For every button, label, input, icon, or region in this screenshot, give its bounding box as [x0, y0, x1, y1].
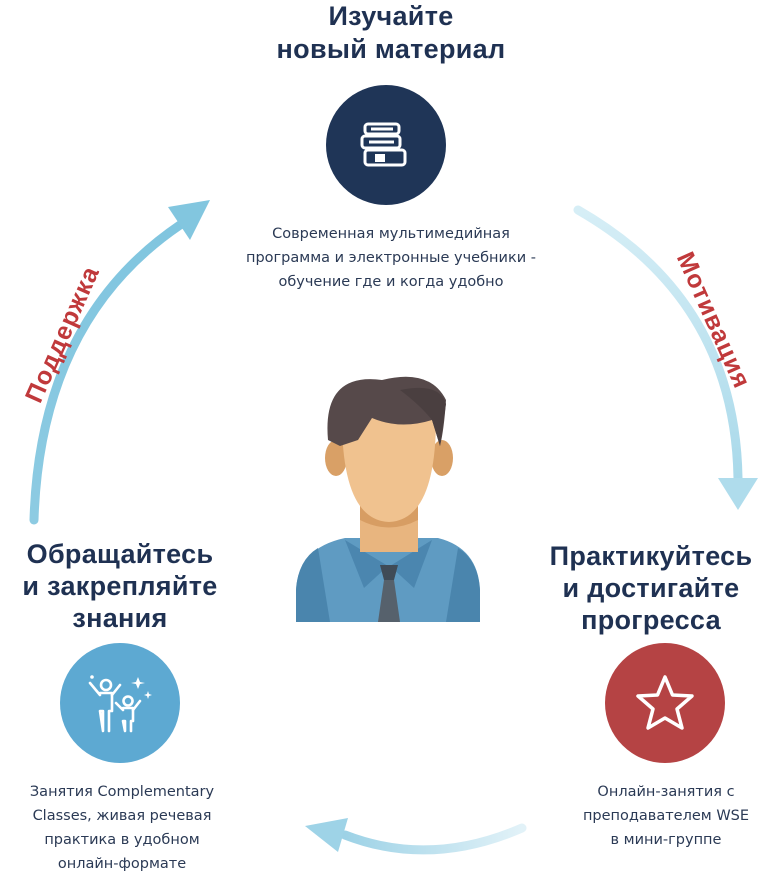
- practice-heading-line-1: Практикуйтесь: [549, 541, 753, 571]
- apply-desc-line-3: практика в удобном: [44, 832, 200, 848]
- books-icon: [360, 122, 407, 167]
- apply-heading-line-1: Обращайтесь: [26, 539, 214, 569]
- practice-desc-line-1: Онлайн-занятия с: [597, 784, 735, 800]
- practice-description: Онлайн-занятия с преподавателем WSE в ми…: [556, 780, 776, 852]
- practice-heading: Практикуйтесь и достигайте прогресса: [520, 540, 782, 636]
- apply-heading: Обращайтесь и закрепляйте знания: [4, 538, 236, 634]
- learn-heading: Изучайте новый материал: [191, 0, 591, 66]
- practice-heading-line-2: и достигайте: [562, 573, 740, 603]
- apply-desc-line-4: онлайн-формате: [57, 856, 187, 872]
- learn-description: Современная мультимедийная программа и э…: [186, 222, 596, 294]
- learn-desc-line-1: Современная мультимедийная: [272, 226, 510, 242]
- star-icon: [636, 675, 694, 730]
- apply-description: Занятия Complementary Classes, живая реч…: [0, 780, 244, 876]
- learn-heading-line-1: Изучайте: [328, 1, 454, 31]
- arrow-support: [29, 220, 185, 525]
- apply-heading-line-2: и закрепляйте: [22, 571, 218, 601]
- apply-desc-line-1: Занятия Complementary: [29, 784, 215, 800]
- arrowhead-motivation: [718, 478, 758, 510]
- practice-desc-line-3: в мини-группе: [610, 832, 722, 848]
- practice-heading-line-3: прогресса: [581, 605, 721, 635]
- learn-circle: [326, 85, 446, 205]
- arrow-bottom: [340, 823, 527, 855]
- arrow-motivation: [573, 205, 743, 483]
- arrowhead-bottom: [305, 818, 348, 852]
- practice-circle: [605, 643, 725, 763]
- apply-desc-line-2: Classes, живая речевая: [32, 808, 212, 824]
- learn-desc-line-3: обучение где и когда удобно: [278, 274, 504, 290]
- celebrating-people-icon: [88, 675, 152, 733]
- learn-desc-line-2: программа и электронные учебники -: [246, 250, 536, 266]
- arrowhead-support: [168, 200, 210, 240]
- apply-circle: [60, 643, 180, 763]
- learn-heading-line-2: новый материал: [276, 34, 506, 64]
- apply-heading-line-3: знания: [72, 603, 168, 633]
- practice-desc-line-2: преподавателем WSE: [582, 808, 750, 824]
